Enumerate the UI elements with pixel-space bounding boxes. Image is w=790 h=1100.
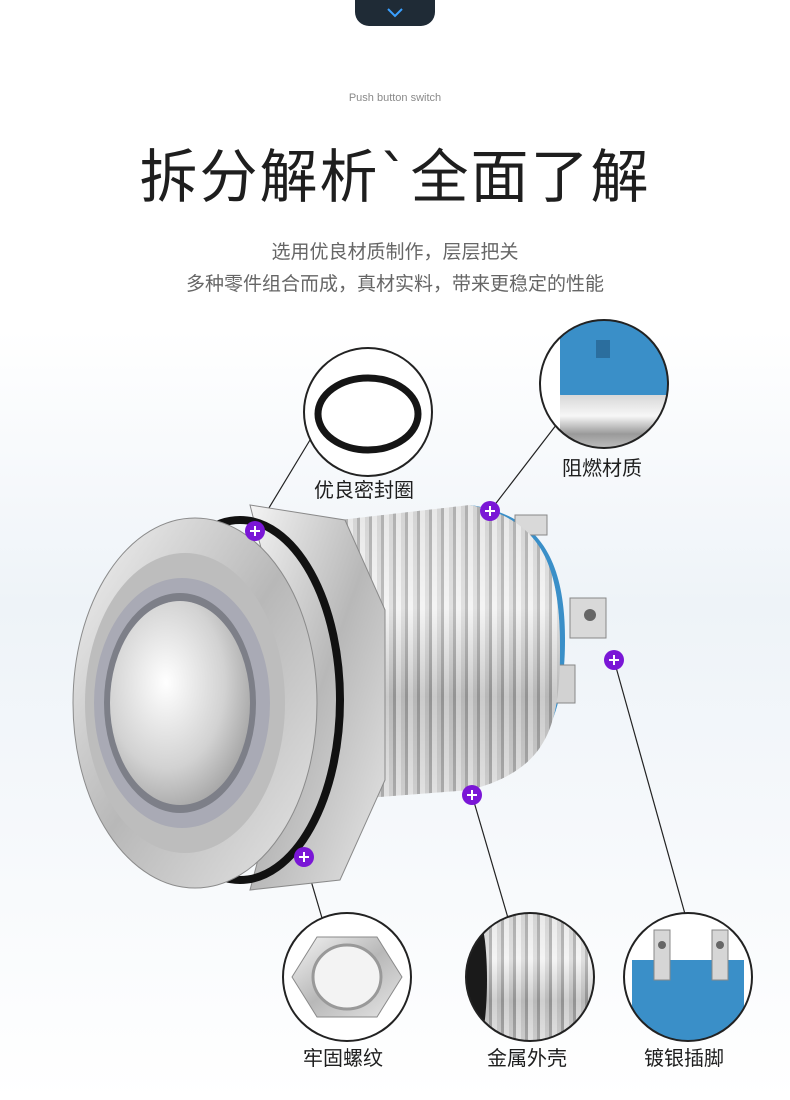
callout-circle-seal xyxy=(303,347,433,477)
callout-circle-pins xyxy=(623,912,753,1042)
collapse-tab[interactable] xyxy=(355,0,435,26)
leader-lines xyxy=(254,419,686,919)
marker-shell xyxy=(462,785,482,805)
page-title: 拆分解析`全面了解 xyxy=(139,143,651,211)
subtitle: Push button switch xyxy=(348,92,442,104)
marker-seal xyxy=(245,521,265,541)
callout-circle-shell xyxy=(465,912,595,1042)
callout-label-material: 阻燃材质 xyxy=(562,456,642,480)
callout-label-shell: 金属外壳 xyxy=(487,1046,567,1070)
callout-circle-material xyxy=(539,319,669,449)
callout-label-nut: 牢固螺纹 xyxy=(303,1046,383,1070)
switch-body xyxy=(72,504,607,891)
callout-label-pins: 镀银插脚 xyxy=(644,1046,724,1070)
marker-material xyxy=(480,501,500,521)
marker-pins xyxy=(604,650,624,670)
callout-circle-nut xyxy=(282,912,412,1042)
chevron-down-icon xyxy=(387,8,403,18)
callout-markers xyxy=(245,501,624,867)
description-line-1: 选用优良材质制作，层层把关 xyxy=(271,241,519,263)
callout-label-seal: 优良密封圈 xyxy=(314,478,414,502)
marker-nut xyxy=(294,847,314,867)
description-line-2: 多种零件组合而成，真材实料，带来更稳定的性能 xyxy=(185,273,604,295)
